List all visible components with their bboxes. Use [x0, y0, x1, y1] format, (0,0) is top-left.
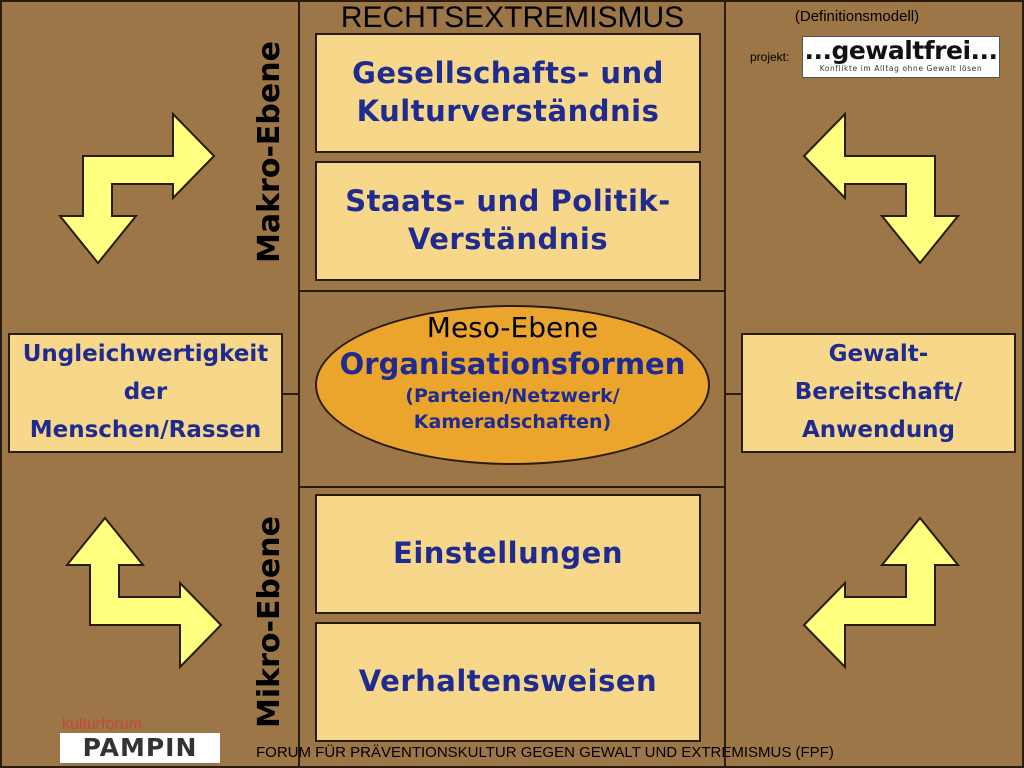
right-line2: Bereitschaft/ — [794, 379, 963, 406]
left-box: Ungleichwertigkeit der Menschen/Rassen — [8, 333, 283, 453]
logo-name: ...gewaltfrei... — [804, 36, 998, 65]
projekt-label: projekt: — [750, 50, 790, 64]
arrow-bottom-right-icon — [802, 516, 960, 670]
arrow-top-left-icon — [58, 111, 216, 265]
einstellungen-box: Einstellungen — [315, 494, 701, 614]
pampin-logo: PAMPIN — [60, 733, 220, 763]
right-line3: Anwendung — [801, 416, 956, 443]
einstellungen-text: Einstellungen — [393, 536, 623, 571]
gesellschaft-line1: Gesellschafts- und — [352, 56, 664, 91]
left-line2: der — [123, 379, 168, 406]
left-line3: Menschen/Rassen — [29, 416, 262, 443]
arrow-top-right-icon — [802, 111, 960, 265]
left-connector — [283, 393, 299, 395]
kulturforum-label: kulturforum — [62, 716, 143, 733]
definition-label: (Definitionsmodell) — [794, 8, 920, 25]
verhalten-box: Verhaltensweisen — [315, 622, 701, 742]
logo-tagline: Konflikte im Alltag ohne Gewalt lösen — [819, 64, 983, 73]
footer-caption: FORUM FÜR PRÄVENTIONSKULTUR GEGEN GEWALT… — [256, 744, 834, 761]
verhalten-text: Verhaltensweisen — [358, 664, 658, 699]
arrow-bottom-left-icon — [65, 516, 223, 670]
gewaltfrei-logo: ...gewaltfrei... Konflikte im Alltag ohn… — [802, 36, 1000, 78]
gesellschaft-line2: Kulturverständnis — [356, 94, 660, 128]
right-line1: Gewalt- — [828, 341, 929, 368]
meso-ellipse: Meso-Ebene Organisationsformen (Parteien… — [315, 305, 710, 465]
meso-main: Organisationsformen — [339, 347, 686, 381]
staat-box: Staats- und Politik- Verständnis — [315, 161, 701, 281]
meso-section — [298, 290, 726, 488]
meso-sub1: (Parteien/Netzwerk/ — [405, 385, 620, 407]
meso-sub2: Kameradschaften) — [413, 411, 612, 433]
staat-line1: Staats- und Politik- — [345, 184, 671, 219]
center-column — [298, 0, 726, 768]
makro-label: Makro-Ebene — [252, 41, 287, 263]
gesellschaft-box: Gesellschafts- und Kulturverständnis — [315, 33, 701, 153]
meso-heading: Meso-Ebene — [426, 311, 599, 344]
right-connector — [725, 393, 741, 395]
page-title: RECHTSEXTREMISMUS — [340, 1, 685, 34]
staat-line2: Verständnis — [407, 222, 609, 256]
right-box: Gewalt- Bereitschaft/ Anwendung — [741, 333, 1016, 453]
mikro-label: Mikro-Ebene — [252, 516, 287, 728]
left-line1: Ungleichwertigkeit — [22, 341, 269, 368]
